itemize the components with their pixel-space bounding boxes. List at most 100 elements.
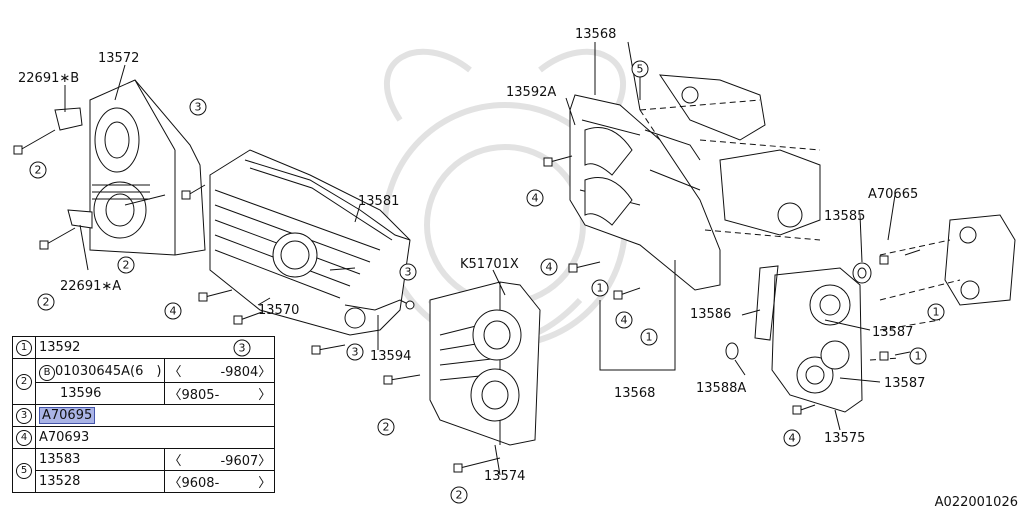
svg-text:1: 1 [933, 306, 940, 319]
legend-num: 1 [16, 340, 32, 356]
legend-range: 〈9608- 〉 [164, 470, 276, 493]
rear-cover-13575 [771, 267, 863, 413]
label-13585: 13585 [824, 209, 865, 224]
svg-text:4: 4 [532, 192, 539, 205]
legend-part: 13528 [34, 470, 166, 493]
bracket-22691a [67, 209, 93, 229]
legend-range: 〈 -9804〉 [164, 358, 276, 383]
label-k51701x: K51701X [460, 257, 519, 272]
label-13581: 13581 [358, 194, 399, 209]
sensor-13594 [344, 299, 415, 311]
label-13568-bottom: 13568 [614, 386, 655, 401]
svg-text:2: 2 [43, 296, 50, 309]
legend-num: 4 [16, 430, 32, 446]
label-13587-b: 13587 [884, 376, 925, 391]
callout-4: 4 [540, 258, 558, 276]
legend-row-3[interactable]: 3 A70695 [12, 404, 276, 427]
label-13574: 13574 [484, 469, 525, 484]
part-labels: 13572 22691∗B 22691∗A 13581 13570 13594 … [18, 27, 925, 484]
legend-row-5b: 13528 〈9608- 〉 [13, 470, 276, 493]
legend-row-1: 1 13592 [12, 336, 276, 359]
callout-4: 4 [526, 189, 544, 207]
callout-2: 2 [377, 418, 395, 436]
svg-text:4: 4 [546, 261, 553, 274]
callout-3: 3 [346, 343, 364, 361]
seal-13585 [852, 262, 872, 284]
legend-part: A70693 [34, 426, 276, 449]
legend-part: 13592 [34, 336, 276, 359]
legend-part-number: 01030645A(6 ) [55, 364, 162, 379]
legend-part: 13596 [34, 382, 166, 405]
legend-part: 13583 [34, 448, 166, 471]
callout-2: 2 [450, 486, 468, 504]
svg-text:1: 1 [915, 350, 922, 363]
svg-text:2: 2 [35, 164, 42, 177]
label-22691a: 22691∗A [60, 279, 121, 294]
svg-text:4: 4 [170, 305, 177, 318]
gasket-13586 [754, 265, 779, 341]
callout-3: 3 [399, 263, 417, 281]
legend-part-highlighted[interactable]: A70695 [39, 407, 96, 424]
timing-cover-13574 [383, 281, 541, 473]
callout-4: 4 [783, 429, 801, 447]
bolts-center-left [198, 267, 356, 355]
svg-text:2: 2 [456, 489, 463, 502]
label-13592a: 13592A [506, 85, 556, 100]
legend-row-4: 4 A70693 [12, 426, 276, 449]
callout-1: 1 [927, 303, 945, 321]
inner-cover-13570 [209, 149, 411, 336]
callout-4: 4 [164, 302, 182, 320]
label-13587-a: 13587 [872, 325, 913, 340]
callout-1: 1 [640, 328, 658, 346]
label-22691b: 22691∗B [18, 71, 79, 86]
timing-cover-13568 [543, 94, 721, 300]
svg-text:5: 5 [637, 63, 644, 76]
legend-part[interactable]: A70695 [34, 404, 276, 427]
callout-1: 1 [909, 347, 927, 365]
callout-4: 4 [615, 311, 633, 329]
label-13594: 13594 [370, 349, 411, 364]
callout-1: 1 [591, 279, 609, 297]
legend-num: 2 [16, 374, 32, 390]
engine-right-dashed [792, 214, 1016, 415]
callout-2: 2 [37, 293, 55, 311]
seal-13588a [725, 342, 739, 360]
timing-cover-13572 [89, 79, 206, 256]
label-13570: 13570 [258, 303, 299, 318]
label-13586: 13586 [690, 307, 731, 322]
label-a70665: A70665 [868, 187, 918, 202]
gasket-13581 [244, 159, 411, 241]
legend-range: 〈9805- 〉 [164, 382, 276, 405]
callout-5: 5 [631, 60, 649, 78]
label-13568-top: 13568 [575, 27, 616, 42]
legend-num: 3 [16, 408, 32, 424]
bracket-22691b [54, 107, 83, 131]
svg-text:3: 3 [195, 101, 202, 114]
svg-text:1: 1 [646, 331, 653, 344]
bolts-left [13, 129, 206, 250]
label-13572: 13572 [98, 51, 139, 66]
svg-text:4: 4 [789, 432, 796, 445]
callout-2: 2 [117, 256, 135, 274]
label-13575: 13575 [824, 431, 865, 446]
svg-text:1: 1 [597, 282, 604, 295]
svg-text:3: 3 [405, 266, 412, 279]
svg-text:3: 3 [352, 346, 359, 359]
callout-3: 3 [189, 98, 207, 116]
leader-lines [64, 41, 896, 476]
legend-row-5a: 5 13583 〈 -9607〉 [12, 448, 276, 493]
figure-code: A022001026 [934, 495, 1018, 510]
legend-range: 〈 -9607〉 [164, 448, 276, 471]
legend-num: 5 [16, 463, 32, 479]
label-13588a: 13588A [696, 381, 746, 396]
legend-b-mark: B [39, 365, 55, 381]
callout-2: 2 [29, 161, 47, 179]
svg-text:2: 2 [123, 259, 130, 272]
legend-row-2b: 13596 〈9805- 〉 [13, 382, 276, 405]
engine-block-dashed [639, 74, 821, 241]
svg-text:2: 2 [383, 421, 390, 434]
